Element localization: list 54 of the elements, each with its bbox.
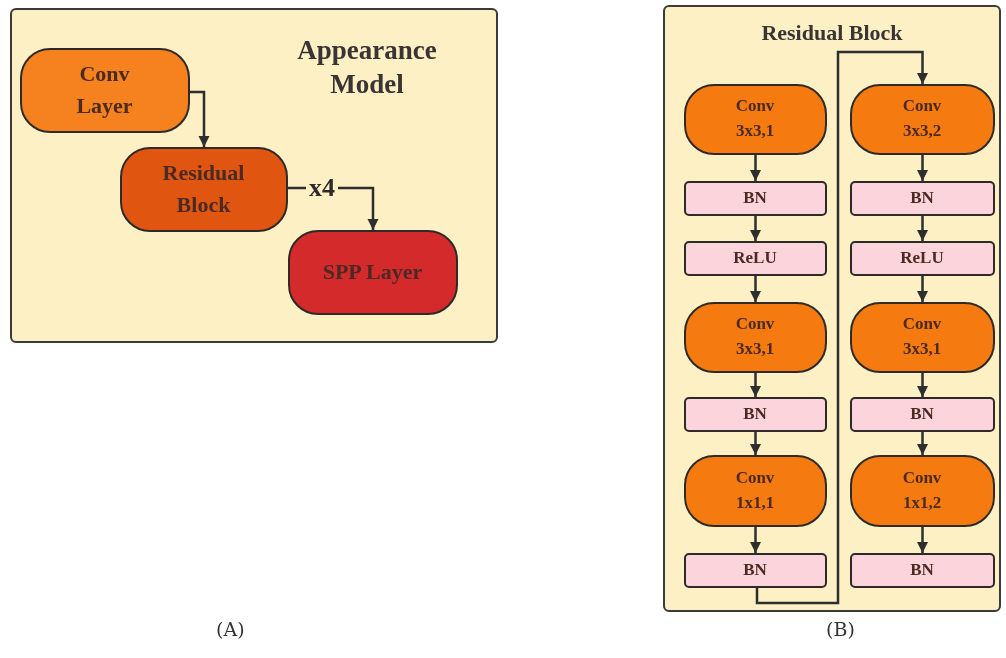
node-label: Conv 3x3,2 <box>901 95 943 142</box>
process-box <box>683 301 827 373</box>
arrow <box>916 432 929 455</box>
process-box <box>849 83 995 155</box>
layer-box <box>849 180 995 216</box>
node-label: BN <box>743 186 767 209</box>
node-label: Residual Block <box>161 159 246 219</box>
panel-label: (B) <box>826 618 855 640</box>
arrow <box>190 90 210 147</box>
node-label: ReLU <box>733 246 777 269</box>
arrow <box>749 276 762 302</box>
process-box <box>19 47 190 133</box>
arrow <box>749 373 762 397</box>
node-label: BN <box>910 558 934 581</box>
panel <box>10 8 498 343</box>
node-label: BN <box>910 186 934 209</box>
layer-box <box>683 240 827 276</box>
node-label: Conv 3x3,1 <box>901 313 943 360</box>
arrow <box>916 276 929 302</box>
arrow <box>749 527 762 553</box>
node-label: Conv 1x1,1 <box>734 466 776 514</box>
arrow <box>749 216 762 241</box>
arrow <box>755 50 929 605</box>
arrow <box>916 216 929 241</box>
node-label: ReLU <box>900 246 944 269</box>
node-label: BN <box>910 402 934 425</box>
layer-box <box>849 396 995 432</box>
node-label: Conv 3x3,1 <box>734 95 776 142</box>
arrow <box>749 432 762 455</box>
arrow <box>916 155 929 181</box>
node-label: Conv Layer <box>75 60 134 120</box>
process-box <box>287 229 458 315</box>
arrow <box>916 373 929 397</box>
layer-box <box>849 240 995 276</box>
node-label: SPP Layer <box>322 258 423 287</box>
node-label: BN <box>743 402 767 425</box>
node-label: BN <box>743 558 767 581</box>
layer-box <box>683 180 827 216</box>
node-label: Conv 1x1,2 <box>901 466 943 514</box>
panel <box>663 5 1001 612</box>
panel-label: (A) <box>216 618 245 640</box>
layer-box <box>683 396 827 432</box>
layer-box <box>683 552 827 588</box>
process-box <box>849 301 995 373</box>
panel-heading: Appearance Model <box>296 34 438 101</box>
panel-heading: Residual Block <box>760 19 904 47</box>
arrow <box>749 155 762 181</box>
process-box <box>683 83 827 155</box>
process-box <box>119 146 288 232</box>
layer-box <box>849 552 995 588</box>
process-box <box>683 454 827 527</box>
process-box <box>849 454 995 527</box>
arrow <box>916 527 929 553</box>
node-label: Conv 3x3,1 <box>734 313 776 360</box>
